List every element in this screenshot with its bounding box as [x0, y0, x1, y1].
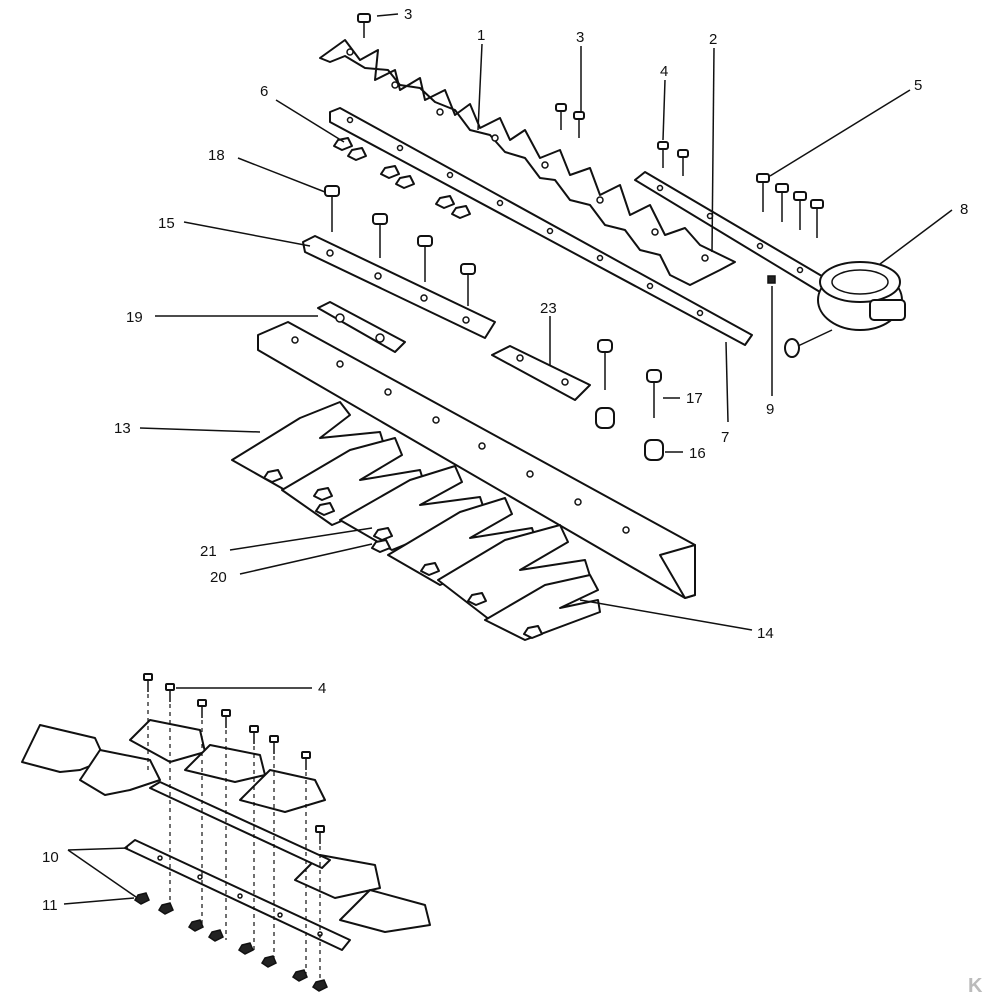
callout-9: 9 — [766, 401, 774, 418]
lower-nuts-part-11 — [133, 892, 328, 992]
callout-3-top: 3 — [404, 6, 412, 23]
lower-bolts-part-4 — [143, 673, 325, 844]
lower-dash-lines — [147, 694, 321, 988]
knife-back-bar-part-7 — [329, 107, 753, 346]
bolts-part-18 — [324, 185, 476, 306]
plate-part-23 — [491, 345, 591, 401]
callout-19: 19 — [126, 309, 143, 326]
bolts-part-5 — [756, 173, 824, 238]
callout-15: 15 — [158, 215, 175, 232]
callout-4-upper: 4 — [660, 63, 668, 80]
callout-6: 6 — [260, 83, 268, 100]
cutter-bar — [257, 321, 696, 599]
shim-part-19 — [317, 301, 406, 353]
callout-10: 10 — [42, 849, 59, 866]
bolts-part-3 — [555, 103, 585, 138]
bushings-part-16 — [595, 407, 664, 461]
guard-nuts — [263, 469, 543, 639]
callout-2: 2 — [709, 31, 717, 48]
callout-5: 5 — [914, 77, 922, 94]
knife-guards-part-13 — [231, 401, 601, 641]
callout-7: 7 — [721, 429, 729, 446]
knife-head-clamp-part-8 — [817, 261, 906, 331]
leader-lines — [63, 13, 953, 905]
bolt-clamp-screw — [784, 329, 833, 358]
callout-16: 16 — [689, 445, 706, 462]
callout-labels: 3 1 3 2 4 5 6 18 8 15 23 19 17 9 7 13 16… — [42, 6, 968, 914]
square-nut-part-9 — [767, 275, 776, 284]
callout-13: 13 — [114, 420, 131, 437]
watermark-logo: K — [968, 975, 983, 997]
callout-14: 14 — [757, 625, 774, 642]
plate-part-15 — [302, 235, 496, 339]
callout-18: 18 — [208, 147, 225, 164]
bolt-part-3-top — [357, 13, 371, 38]
callout-3: 3 — [576, 29, 584, 46]
callout-1: 1 — [477, 27, 485, 44]
nuts-part-6 — [333, 137, 471, 219]
callout-23: 23 — [540, 300, 557, 317]
lower-knife-bar-upper — [149, 781, 331, 869]
lower-knife-sections — [21, 719, 431, 933]
callout-11: 11 — [42, 897, 58, 914]
callout-4-lower: 4 — [318, 680, 326, 697]
bolts-part-4-upper — [657, 141, 689, 176]
callout-21: 21 — [200, 543, 217, 560]
knife-sections-part-1 — [319, 39, 736, 286]
callout-17: 17 — [686, 390, 703, 407]
bolts-part-17 — [597, 339, 662, 418]
callout-20: 20 — [210, 569, 227, 586]
callout-8: 8 — [960, 201, 968, 218]
